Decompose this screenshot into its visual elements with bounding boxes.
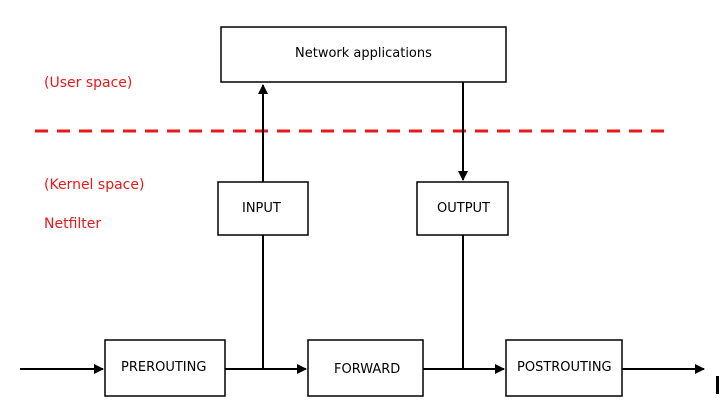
forward-label: FORWARD xyxy=(334,362,401,377)
prerouting-label: PREROUTING xyxy=(121,360,207,375)
network-applications-label: Network applications xyxy=(295,46,432,61)
input-box xyxy=(217,181,309,236)
netfilter-label: Netfilter xyxy=(44,216,102,232)
user-space-label: (User space) xyxy=(44,75,133,91)
postrouting-label: POSTROUTING xyxy=(517,360,612,375)
output-label: OUTPUT xyxy=(437,201,490,216)
network-applications-box xyxy=(220,26,507,83)
prerouting-box xyxy=(104,339,226,397)
input-label: INPUT xyxy=(242,201,281,216)
postrouting-box xyxy=(505,339,623,397)
kernel-space-label: (Kernel space) xyxy=(44,177,145,193)
edge-marker xyxy=(716,376,719,394)
